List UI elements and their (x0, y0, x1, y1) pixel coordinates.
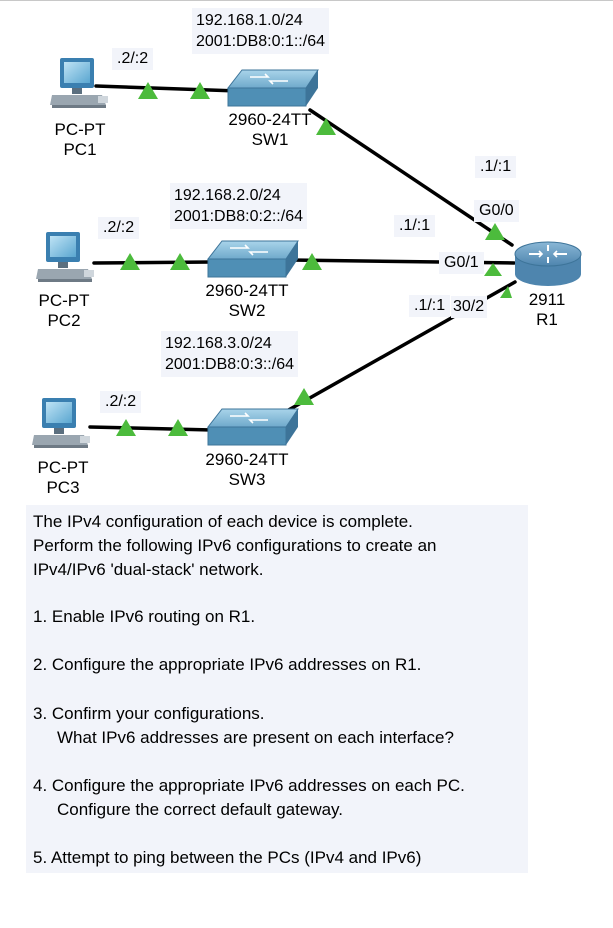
link-up-marker (302, 253, 322, 270)
topology-diagram (32, 58, 582, 448)
pc1-type: PC-PT (54, 120, 106, 139)
intro-line-3: IPv4/IPv6 'dual-stack' network. (33, 560, 264, 579)
intro-line-2: Perform the following IPv6 configuration… (33, 536, 437, 555)
pc3-label: PC-PT PC3 (33, 458, 93, 498)
network-3-ipv6: 2001:DB8:0:3::/64 (165, 356, 294, 373)
link-up-marker (168, 419, 188, 436)
link-up-marker (120, 253, 140, 270)
network-1-ipv6: 2001:DB8:0:1::/64 (196, 33, 325, 50)
link-up-marker (485, 223, 505, 240)
pc1-icon[interactable] (50, 58, 108, 108)
r1-g0-0-name: G0/0 (474, 200, 519, 222)
pc2-name: PC2 (47, 311, 81, 330)
network-1-ipv4: 192.168.1.0/24 (196, 12, 303, 29)
r1-label: 2911 R1 (524, 290, 570, 330)
network-3-label: 192.168.3.0/24 2001:DB8:0:3::/64 (161, 331, 298, 377)
link-pc1-sw1[interactable] (94, 84, 240, 93)
sw3-label: 2960-24TT SW3 (201, 450, 293, 490)
step-2: 2. Configure the appropriate IPv6 addres… (33, 655, 422, 674)
top-border (0, 0, 613, 1)
sw2-model: 2960-24TT (205, 281, 289, 300)
r1-g0-2-address: .1/:1 (409, 295, 451, 317)
r1-g0-1-address: .1/:1 (394, 215, 436, 237)
link-up-marker (484, 263, 502, 276)
link-up-marker (316, 118, 336, 135)
instructions-panel: The IPv4 configuration of each device is… (26, 505, 528, 873)
step-4-detail: Configure the correct default gateway. (57, 800, 344, 819)
link-up-marker (190, 82, 210, 99)
pc3-address: .2/:2 (100, 391, 142, 413)
link-pc2-sw2[interactable] (92, 260, 214, 265)
network-2-ipv4: 192.168.2.0/24 (174, 187, 281, 204)
intro-line-1: The IPv4 configuration of each device is… (33, 512, 413, 531)
sw2-icon[interactable] (206, 240, 299, 278)
r1-g0-2-name: 30/2 (451, 296, 488, 318)
pc3-type: PC-PT (37, 458, 89, 477)
sw3-model: 2960-24TT (205, 450, 289, 469)
step-5: 5. Attempt to ping between the PCs (IPv4… (33, 848, 422, 867)
pc1-name: PC1 (63, 140, 97, 159)
link-up-marker (170, 253, 190, 270)
step-1: 1. Enable IPv6 routing on R1. (33, 607, 256, 626)
sw2-label: 2960-24TT SW2 (201, 281, 293, 321)
r1-g0-0-address: .1/:1 (475, 156, 517, 178)
r1-name: R1 (536, 310, 558, 329)
link-up-marker (138, 82, 158, 99)
pc2-label: PC-PT PC2 (34, 291, 94, 331)
link-pc3-sw3[interactable] (88, 425, 214, 432)
step-3: 3. Confirm your configurations. (33, 704, 265, 723)
step-4: 4. Configure the appropriate IPv6 addres… (33, 776, 465, 795)
link-up-marker (116, 419, 136, 436)
sw1-label: 2960-24TT SW1 (224, 110, 316, 150)
sw1-icon[interactable] (226, 69, 319, 107)
r1-router-icon[interactable] (514, 241, 582, 286)
pc2-type: PC-PT (38, 291, 90, 310)
network-1-label: 192.168.1.0/24 2001:DB8:0:1::/64 (192, 8, 329, 54)
r1-g0-1-name: G0/1 (439, 252, 484, 274)
sw1-model: 2960-24TT (228, 110, 312, 129)
pc2-address: .2/:2 (98, 217, 140, 239)
r1-model: 2911 (528, 290, 566, 309)
pc1-address: .2/:2 (112, 48, 154, 70)
pc3-icon[interactable] (32, 398, 90, 448)
pc2-icon[interactable] (36, 232, 94, 282)
sw2-name: SW2 (228, 301, 266, 320)
network-2-label: 192.168.2.0/24 2001:DB8:0:2::/64 (170, 183, 307, 229)
sw1-name: SW1 (251, 130, 289, 149)
network-2-ipv6: 2001:DB8:0:2::/64 (174, 208, 303, 225)
pc1-label: PC-PT PC1 (50, 120, 110, 160)
pc3-name: PC3 (46, 478, 80, 497)
step-3-question: What IPv6 addresses are present on each … (57, 728, 454, 747)
link-up-marker (500, 286, 512, 298)
network-3-ipv4: 192.168.3.0/24 (165, 335, 272, 352)
sw3-name: SW3 (228, 470, 266, 489)
sw3-icon[interactable] (206, 408, 299, 446)
link-up-markers (116, 82, 512, 436)
link-sw1-r1[interactable] (308, 108, 514, 247)
link-up-marker (294, 388, 314, 405)
